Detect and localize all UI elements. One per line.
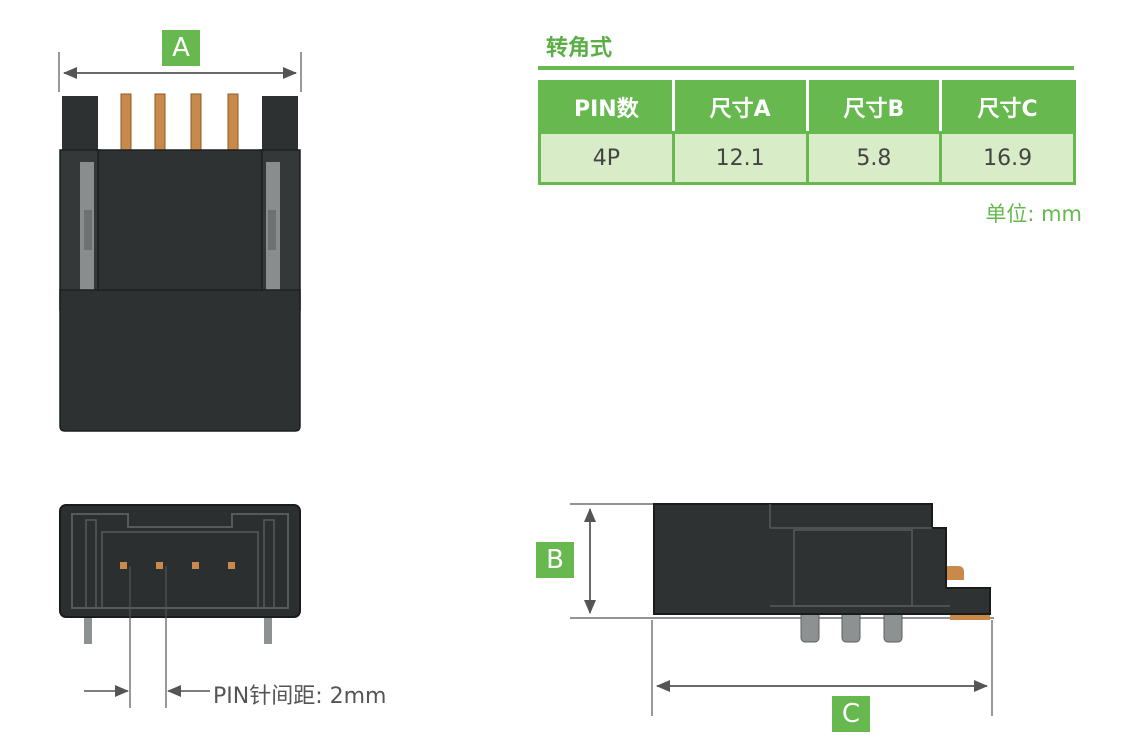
header-size-b: 尺寸B	[805, 80, 943, 134]
front-view	[58, 52, 302, 432]
mating-face-view	[59, 504, 301, 708]
table-title: 转角式	[546, 36, 613, 61]
table-row: 4P 12.1 5.8 16.9	[538, 131, 1076, 185]
unit-label: 单位: mm	[985, 202, 1082, 226]
table-header-row: PIN数 尺寸A 尺寸B 尺寸C	[538, 80, 1076, 134]
header-pin-count: PIN数	[538, 80, 675, 134]
title-divider	[538, 66, 1074, 70]
cell-pin-count: 4P	[538, 131, 675, 185]
dimension-c-label: C	[832, 696, 870, 732]
spec-table: PIN数 尺寸A 尺寸B 尺寸C 4P 12.1 5.8 16.9	[538, 80, 1076, 185]
cell-size-b: 5.8	[805, 131, 943, 185]
dimension-b-label: B	[536, 542, 574, 578]
dimension-a-label: A	[162, 30, 200, 66]
pin-pitch-label: PIN针间距: 2mm	[213, 684, 387, 709]
side-view	[570, 503, 994, 716]
cell-size-c: 16.9	[939, 131, 1076, 185]
header-size-c: 尺寸C	[939, 80, 1076, 134]
cell-size-a: 12.1	[671, 131, 809, 185]
header-size-a: 尺寸A	[671, 80, 809, 134]
